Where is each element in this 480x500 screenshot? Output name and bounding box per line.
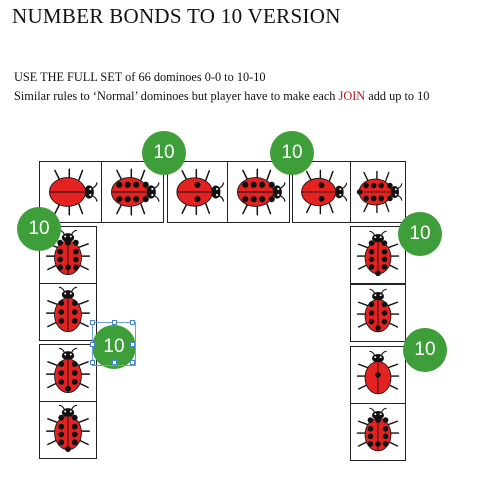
resize-handle[interactable] xyxy=(90,342,95,347)
bond-badge: 10 xyxy=(17,207,61,251)
page-title: NUMBER BONDS TO 10 VERSION xyxy=(12,4,341,28)
ladybird-icon xyxy=(176,168,225,216)
rules-text: USE THE FULL SET of 66 dominoes 0-0 to 1… xyxy=(14,68,429,106)
resize-handle[interactable] xyxy=(112,320,117,325)
rules-line-1: USE THE FULL SET of 66 dominoes 0-0 to 1… xyxy=(14,70,266,84)
bond-badge: 10 xyxy=(142,131,186,175)
resize-handle[interactable] xyxy=(112,360,117,365)
join-highlight: JOIN xyxy=(338,89,366,103)
ladybird-icon xyxy=(46,286,90,333)
bond-badge: 10 xyxy=(398,212,442,256)
selection-frame[interactable] xyxy=(90,320,136,366)
resize-handle[interactable] xyxy=(90,320,95,325)
resize-handle[interactable] xyxy=(130,360,135,365)
ladybird-tile[interactable] xyxy=(39,401,97,459)
ladybird-tile[interactable] xyxy=(167,161,228,223)
ladybird-tile[interactable] xyxy=(39,283,97,341)
ladybird-icon xyxy=(46,229,90,276)
ladybird-icon xyxy=(111,168,160,216)
ladybird-tile[interactable] xyxy=(350,161,406,223)
ladybird-tile[interactable] xyxy=(350,226,406,284)
bond-badge: 10 xyxy=(403,328,447,372)
ladybird-icon xyxy=(356,350,400,395)
ladybird-icon xyxy=(356,407,400,452)
ladybird-tile[interactable] xyxy=(350,284,406,342)
ladybird-icon xyxy=(46,404,90,452)
ladybird-tile[interactable] xyxy=(350,403,406,461)
ladybird-tile[interactable] xyxy=(292,161,351,223)
ladybird-icon xyxy=(49,168,98,216)
resize-handle[interactable] xyxy=(130,320,135,325)
ladybird-icon xyxy=(301,169,348,215)
resize-handle[interactable] xyxy=(90,360,95,365)
ladybird-icon xyxy=(356,288,400,333)
ladybird-icon xyxy=(356,170,403,214)
ladybird-icon xyxy=(237,168,286,216)
ladybird-tile[interactable] xyxy=(350,346,406,404)
bond-badge: 10 xyxy=(270,131,314,175)
ladybird-icon xyxy=(356,230,400,277)
ladybird-tile[interactable] xyxy=(39,344,97,402)
ladybird-icon xyxy=(46,347,90,394)
resize-handle[interactable] xyxy=(130,342,135,347)
rules-line-2: Similar rules to ‘Normal’ dominoes but p… xyxy=(14,89,430,103)
